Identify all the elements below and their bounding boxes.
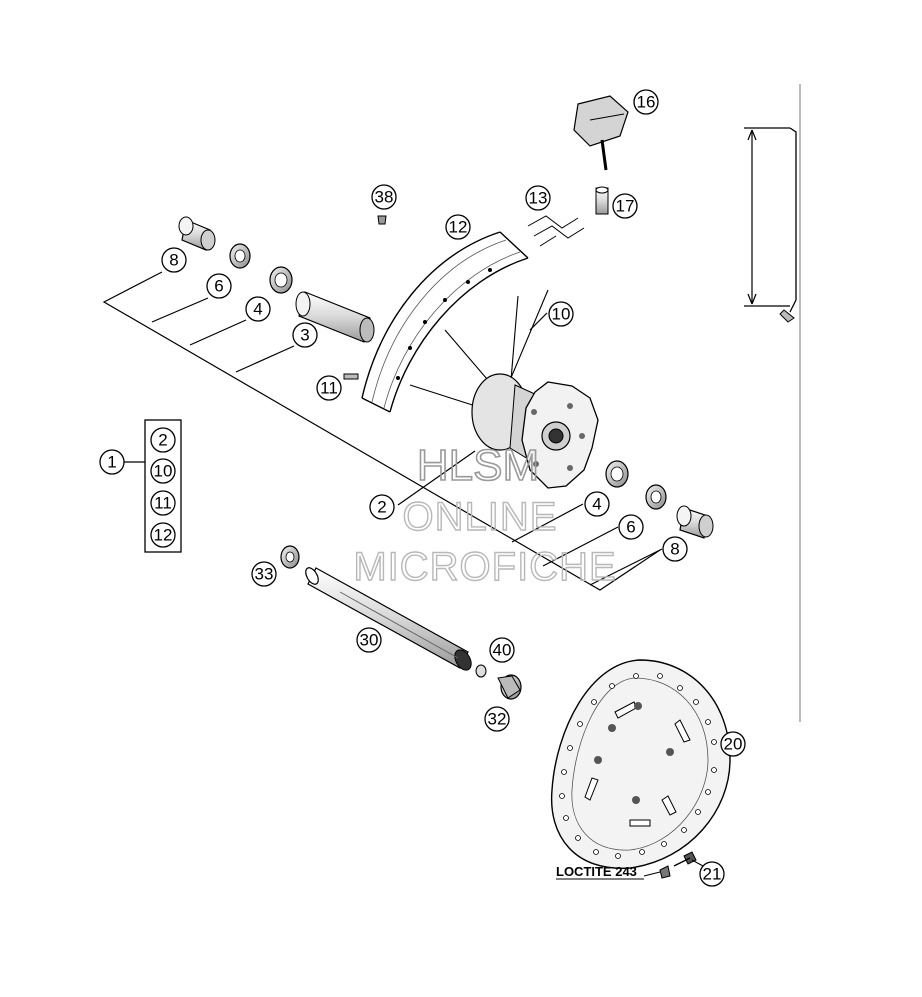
svg-text:4: 4 [253, 300, 262, 319]
svg-text:12: 12 [154, 526, 173, 545]
svg-text:8: 8 [169, 251, 178, 270]
rim-spoke-holes [396, 268, 492, 380]
callout-17[interactable]: 17 [612, 193, 638, 219]
svg-text:12: 12 [449, 218, 468, 237]
svg-text:40: 40 [493, 641, 512, 660]
part-38 [377, 215, 387, 225]
svg-text:17: 17 [616, 197, 635, 216]
svg-text:38: 38 [375, 188, 394, 207]
svg-text:1: 1 [107, 453, 116, 472]
svg-text:32: 32 [488, 710, 507, 729]
svg-text:13: 13 [529, 189, 548, 208]
callout-1[interactable]: 1 [99, 449, 125, 475]
svg-text:10: 10 [552, 305, 571, 324]
seal-6-right [645, 484, 667, 510]
svg-text:8: 8 [670, 540, 679, 559]
svg-text:2: 2 [158, 431, 167, 450]
spacer-8-left [178, 216, 216, 251]
svg-text:11: 11 [320, 379, 338, 398]
loctite-note: LOCTITE 243 [556, 864, 661, 880]
callout-8-right[interactable]: 8 [662, 536, 688, 562]
watermark: HLSM ONLINE MICROFICHE [353, 440, 617, 590]
callout-4-left[interactable]: 4 [245, 296, 271, 322]
callout-12[interactable]: 12 [445, 214, 471, 240]
svg-text:11: 11 [154, 494, 172, 513]
brake-disc [550, 659, 731, 869]
svg-text:6: 6 [214, 277, 223, 296]
callout-kit-12[interactable]: 12 [150, 522, 176, 548]
callout-38[interactable]: 38 [371, 184, 397, 210]
callout-21[interactable]: 21 [699, 861, 725, 887]
watermark-line-1: HLSM [417, 441, 539, 490]
rim [361, 231, 529, 413]
valve-17 [595, 186, 609, 215]
bearing-4-right [605, 460, 629, 488]
callout-4-right[interactable]: 4 [584, 491, 610, 517]
wheel-hub [471, 373, 599, 489]
spacer-8-right [676, 505, 714, 539]
callout-11[interactable]: 11 [316, 375, 342, 401]
loctite-label: LOCTITE 243 [556, 864, 637, 879]
callout-kit-10[interactable]: 10 [150, 458, 176, 484]
distance-sleeve-3 [295, 291, 375, 343]
callout-13[interactable]: 13 [525, 185, 551, 211]
disc-bolt-21 [659, 851, 704, 879]
callout-20[interactable]: 20 [720, 731, 746, 757]
svg-text:16: 16 [637, 93, 656, 112]
callouts: 1 2 10 11 12 8 6 4 3 11 38 12 13 10 16 1… [99, 89, 746, 887]
leader-lines-left [102, 271, 663, 591]
svg-text:33: 33 [255, 565, 274, 584]
rim-tape-13 [527, 215, 585, 247]
svg-text:6: 6 [626, 518, 635, 537]
svg-text:2: 2 [377, 498, 386, 517]
svg-text:3: 3 [300, 326, 309, 345]
callout-8-left[interactable]: 8 [161, 247, 187, 273]
washer-40 [475, 664, 487, 678]
seal-6-left [229, 243, 251, 269]
svg-text:21: 21 [703, 865, 722, 884]
callout-33[interactable]: 33 [251, 561, 277, 587]
tire-section-view [744, 84, 801, 722]
spoke-nipple-11 [343, 373, 359, 380]
callout-40[interactable]: 40 [489, 637, 515, 663]
svg-text:10: 10 [154, 462, 173, 481]
callout-16[interactable]: 16 [633, 89, 659, 115]
callout-kit-11[interactable]: 11 [150, 490, 176, 516]
watermark-line-3: MICROFICHE [353, 545, 616, 589]
svg-text:30: 30 [360, 631, 379, 650]
callout-32[interactable]: 32 [484, 706, 510, 732]
callout-6-right[interactable]: 6 [618, 514, 644, 540]
svg-text:4: 4 [592, 495, 601, 514]
watermark-line-2: ONLINE [403, 495, 558, 539]
bearing-4-left [269, 266, 293, 294]
callout-kit-2[interactable]: 2 [150, 427, 176, 453]
axle-nut-32 [497, 674, 522, 700]
callout-2[interactable]: 2 [369, 494, 395, 520]
callout-3[interactable]: 3 [292, 322, 318, 348]
front-axle [305, 567, 472, 671]
seal-33 [280, 545, 300, 569]
valve-16 [573, 95, 629, 171]
callout-30[interactable]: 30 [356, 627, 382, 653]
callout-6-left[interactable]: 6 [206, 273, 232, 299]
svg-text:20: 20 [724, 735, 743, 754]
callout-10[interactable]: 10 [548, 301, 574, 327]
